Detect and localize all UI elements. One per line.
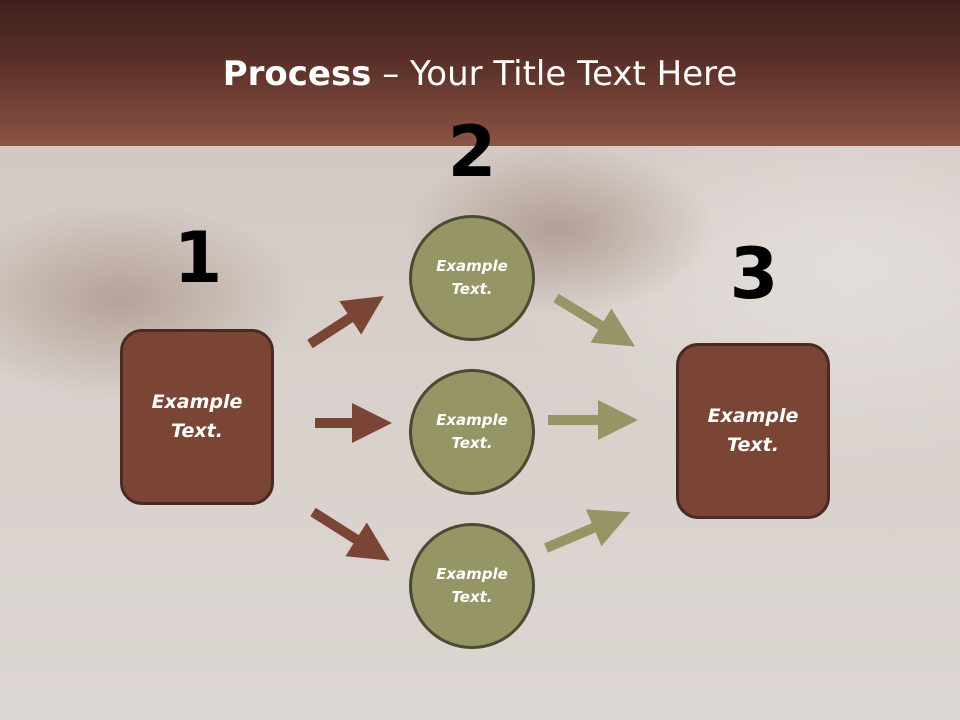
title-bar (0, 0, 960, 146)
arrow-right-up (553, 293, 636, 347)
arrow-left-up (307, 296, 384, 349)
circle-top-text: Example Text. (436, 257, 508, 298)
step-box-1: Example Text. (120, 329, 274, 505)
step-box-1-text: Example Text. (151, 391, 243, 442)
arrow-right-down (544, 509, 631, 553)
arrow-left-down (310, 507, 390, 561)
step-number-2: 2 (447, 111, 497, 193)
circle-bottom-text: Example Text. (436, 565, 508, 606)
circle-middle-text: Example Text. (436, 411, 508, 452)
circle-middle: Example Text. (409, 369, 535, 495)
step-box-3-text: Example Text. (707, 405, 799, 456)
step-box-3: Example Text. (676, 343, 830, 519)
title-bold: Process (222, 54, 372, 94)
step-number-1: 1 (173, 217, 223, 299)
title-rest: – Your Title Text Here (371, 54, 738, 94)
step-number-3: 3 (729, 233, 779, 315)
circle-top: Example Text. (409, 215, 535, 341)
slide-title: Process – Your Title Text Here (0, 52, 960, 96)
circle-bottom: Example Text. (409, 523, 535, 649)
